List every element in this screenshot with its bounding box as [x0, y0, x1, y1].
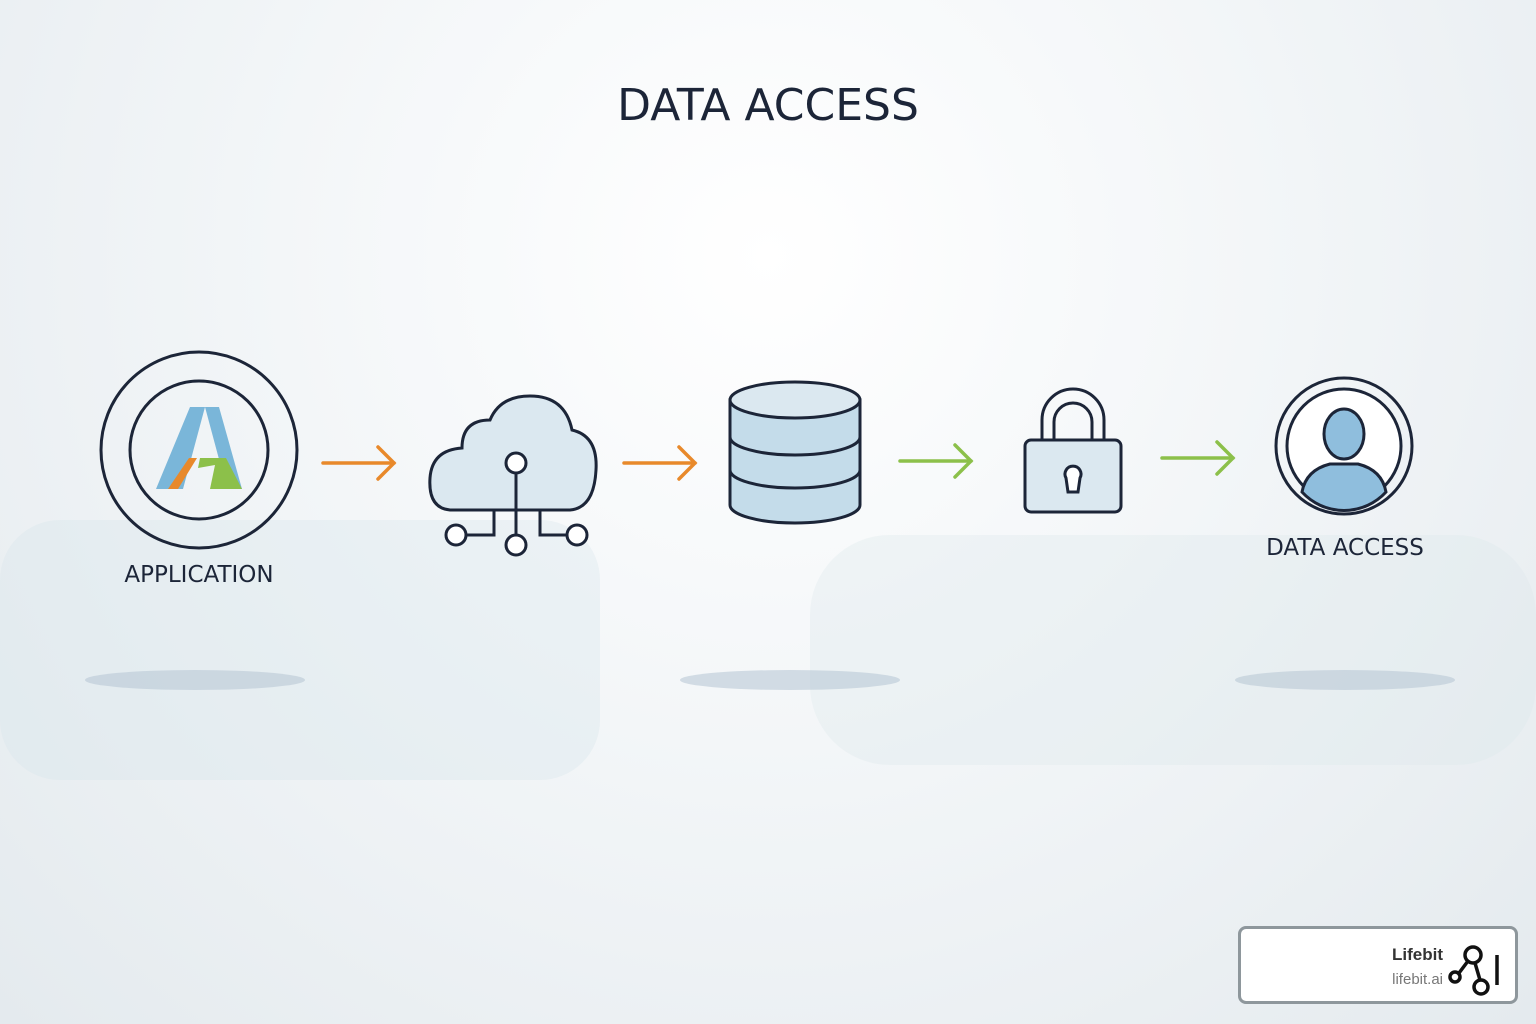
badge-url: lifebit.ai	[1392, 971, 1443, 988]
arrow-right-icon	[321, 445, 397, 481]
shadow	[680, 670, 900, 690]
badge-name: Lifebit	[1392, 945, 1443, 964]
lifebit-badge[interactable]: Lifebit lifebit.ai	[1238, 926, 1518, 1004]
app-logo-icon	[99, 350, 299, 550]
arrow-right-icon	[898, 443, 974, 479]
background-shapes	[0, 520, 1536, 780]
user-icon	[1274, 376, 1414, 516]
arrow-right-icon	[1160, 440, 1236, 476]
lifebit-logo-icon	[1448, 945, 1499, 996]
node-label-data-access: DATA ACCESS	[1266, 535, 1424, 561]
node-label-application: APPLICATION	[124, 562, 273, 588]
page-title: DATA ACCESS	[617, 80, 919, 131]
shadow	[85, 670, 305, 690]
arrow-right-icon	[622, 445, 698, 481]
padlock-icon	[1023, 387, 1123, 514]
shadow	[1235, 670, 1455, 690]
database-icon	[728, 380, 862, 525]
cloud-network-icon	[428, 394, 598, 557]
